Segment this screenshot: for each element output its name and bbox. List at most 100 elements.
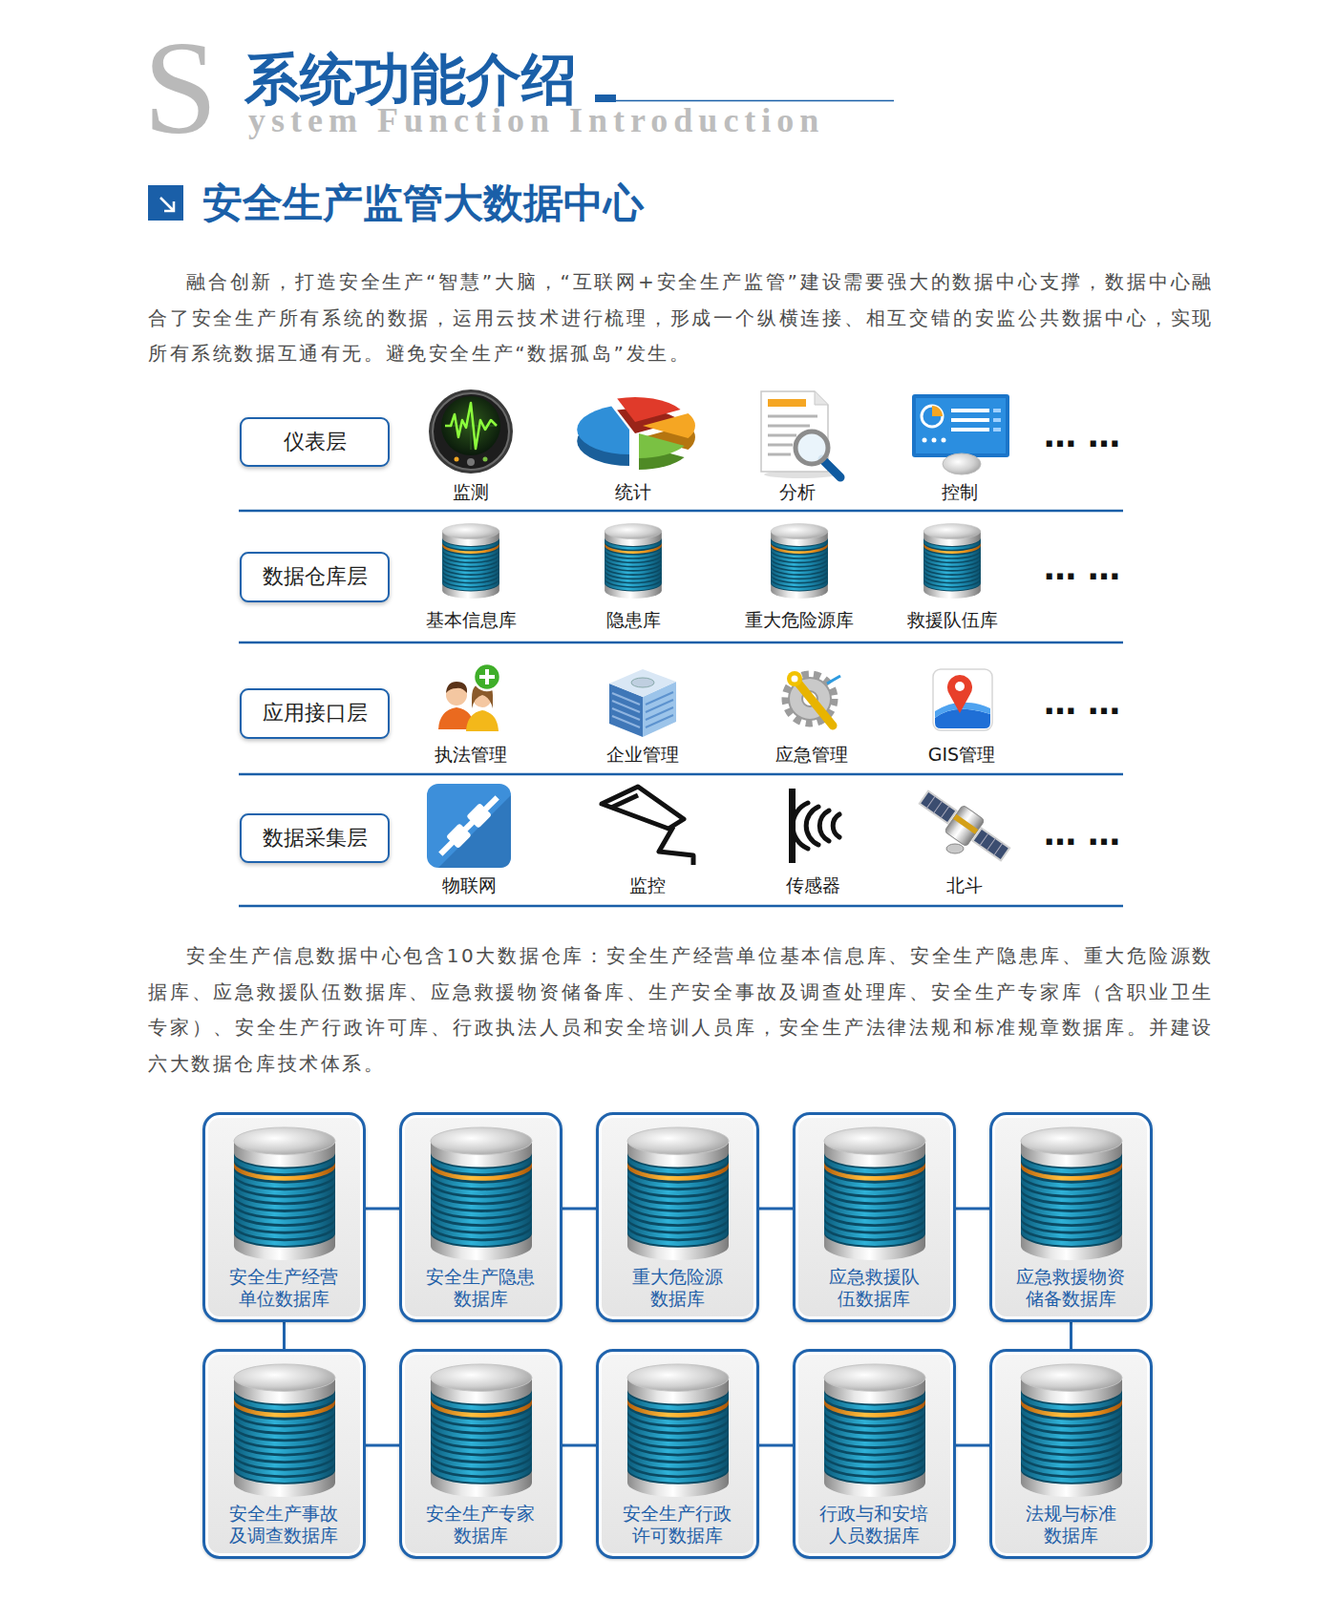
node-label: 安全生产经营 单位数据库 [218, 1266, 350, 1311]
ellipsis-mark: … … [1043, 551, 1121, 585]
database-icon [1015, 1126, 1128, 1263]
icon-caption: 企业管理 [606, 743, 680, 766]
database-icon [442, 524, 500, 599]
icon-caption: 应急管理 [775, 743, 849, 766]
section-square [148, 185, 184, 221]
icon-caption: 统计 [615, 481, 652, 504]
iot-icon [426, 784, 511, 869]
connector-line [562, 1208, 596, 1211]
section-marker [148, 185, 184, 221]
people-icon [438, 663, 501, 732]
database-icon [818, 1126, 932, 1263]
layer-rule [238, 641, 1124, 645]
database-icon [621, 1126, 735, 1263]
map-pin-icon [933, 669, 993, 731]
icon-caption: 救援队伍库 [907, 609, 998, 632]
icon-caption: 物联网 [442, 874, 497, 897]
layer-box: 仪表层 [239, 417, 390, 467]
database-icon [621, 1363, 735, 1500]
database-box: 安全生产隐患 数据库 [399, 1112, 563, 1323]
node-label: 数据仓库层 [262, 564, 368, 590]
database-icons [442, 524, 981, 599]
icon-caption: 监测 [452, 481, 489, 504]
icon-caption: 执法管理 [434, 743, 508, 766]
icon-caption: 监控 [629, 874, 666, 897]
icon-caption: 传感器 [785, 874, 841, 897]
node-label: 安全生产行政 许可数据库 [612, 1503, 743, 1548]
connector-line [562, 1444, 596, 1448]
database-box: 安全生产专家 数据库 [399, 1349, 563, 1560]
title-rule [615, 100, 894, 103]
layer-rules [238, 510, 1124, 907]
layer-rule [238, 773, 1124, 777]
connector-line [759, 1444, 793, 1448]
analysis-icon [761, 391, 841, 479]
section-heading: 安全生产监管大数据中心 [202, 181, 644, 226]
node-label: 安全生产隐患 数据库 [415, 1266, 547, 1311]
body-paragraph: 融合创新，打造安全生产“智慧”大脑，“互联网+安全生产监管”建设需要强大的数据中… [148, 264, 1214, 373]
satellite-icon [914, 784, 1016, 869]
control-icon [912, 394, 1010, 475]
connector-line [365, 1208, 400, 1211]
camera-icon [601, 786, 694, 866]
node-label: 应急救援队 伍数据库 [808, 1266, 940, 1311]
database-box: 应急救援物资 储备数据库 [989, 1112, 1153, 1323]
initial-letter: S [143, 21, 218, 155]
database-box: 安全生产行政 许可数据库 [595, 1349, 760, 1560]
node-label: 仪表层 [283, 429, 347, 455]
layer-box: 数据仓库层 [239, 551, 390, 603]
node-label: 安全生产专家 数据库 [415, 1503, 547, 1548]
section-arrow [160, 197, 174, 212]
icon-caption: 基本信息库 [425, 609, 517, 632]
database-box: 安全生产经营 单位数据库 [202, 1112, 366, 1323]
node-label: 数据采集层 [262, 826, 368, 851]
node-label: 法规与标准 数据库 [1005, 1503, 1137, 1548]
layer-rule [238, 509, 1124, 513]
connector-line [759, 1208, 793, 1211]
ellipsis-mark: … … [1043, 817, 1121, 850]
database-icon [1015, 1363, 1128, 1500]
database-box: 安全生产事故 及调查数据库 [202, 1349, 366, 1560]
icon-caption: 控制 [941, 481, 978, 504]
icon-caption: 隐患库 [606, 609, 661, 632]
ellipsis-mark: … … [1043, 686, 1121, 720]
gear-icon [785, 671, 841, 726]
database-box: 重大危险源 数据库 [595, 1112, 760, 1323]
english-subtitle: ystem Function Introduction [248, 103, 825, 138]
connector-line [955, 1444, 990, 1448]
node-label: 应急救援物资 储备数据库 [1005, 1266, 1137, 1311]
database-icon [424, 1126, 538, 1263]
node-label: 应用接口层 [262, 700, 368, 726]
icon-caption: 北斗 [946, 874, 983, 897]
node-label: 重大危险源 数据库 [612, 1266, 743, 1311]
icon-caption: 分析 [779, 481, 816, 504]
layer-box: 数据采集层 [239, 813, 390, 864]
body-paragraph: 安全生产信息数据中心包含10大数据仓库：安全生产经营单位基本信息库、安全生产隐患… [148, 938, 1214, 1083]
icon-caption: 重大危险源库 [744, 609, 854, 632]
node-label: 安全生产事故 及调查数据库 [218, 1503, 350, 1548]
node-label: 行政与和安培 人员数据库 [808, 1503, 940, 1548]
database-box: 法规与标准 数据库 [989, 1349, 1153, 1560]
database-icon [818, 1363, 932, 1500]
layer-rule [238, 905, 1124, 909]
database-icon [424, 1363, 538, 1500]
connector-line [282, 1322, 286, 1350]
header-rule [594, 94, 894, 103]
database-icon [770, 524, 828, 599]
ellipsis-mark: … … [1043, 419, 1121, 452]
database-box: 应急救援队 伍数据库 [792, 1112, 956, 1323]
icon-caption: GIS管理 [928, 743, 996, 766]
pie-chart-icon [576, 397, 696, 470]
layer-box: 应用接口层 [239, 688, 390, 740]
building-icon [609, 669, 677, 738]
database-icon [604, 524, 662, 599]
connector-line [955, 1208, 990, 1211]
connector-line [365, 1444, 400, 1448]
database-icon [228, 1363, 341, 1500]
sensor-icon [788, 788, 840, 864]
monitor-icon [428, 389, 513, 474]
database-box: 行政与和安培 人员数据库 [792, 1349, 956, 1560]
connector-line [1069, 1322, 1073, 1350]
title-bar [594, 94, 616, 103]
